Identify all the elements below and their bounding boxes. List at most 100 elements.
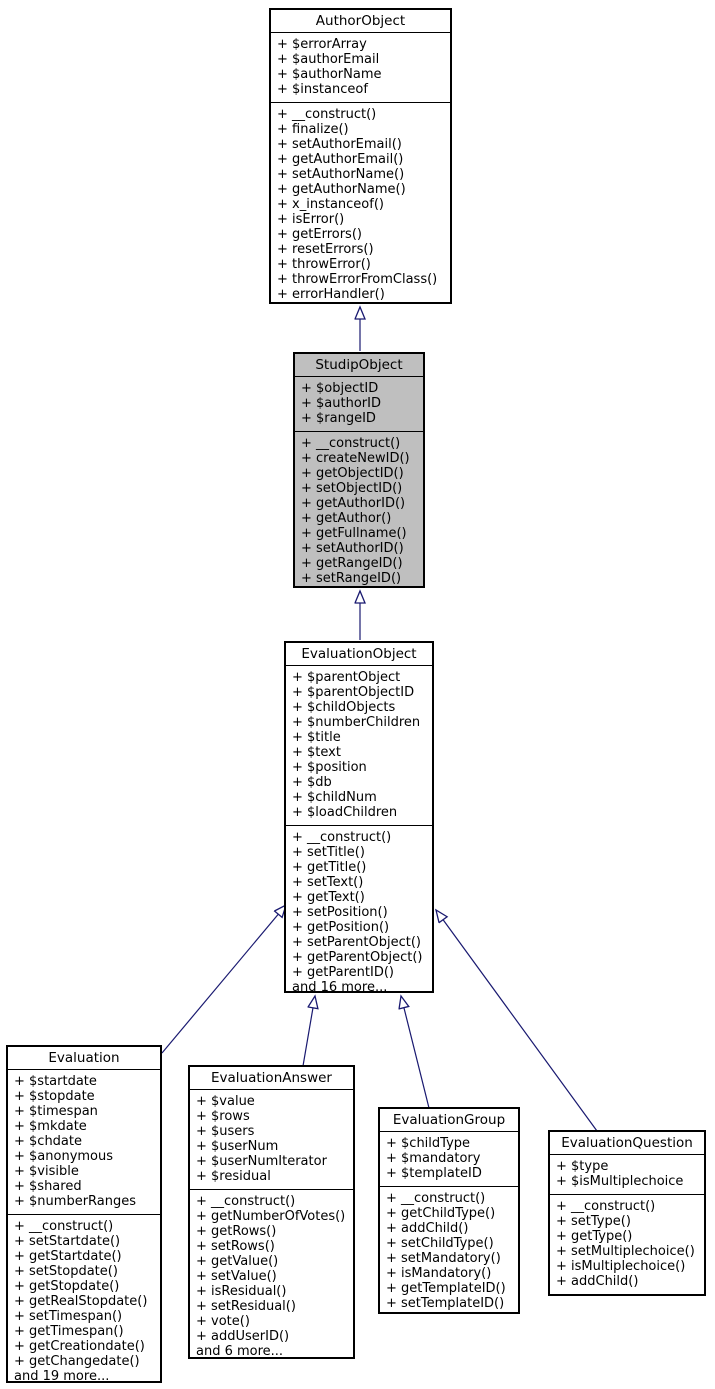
field-row: + $chdate (14, 1134, 82, 1149)
field-row: + $childType (386, 1136, 471, 1151)
method-row: + setObjectID() (301, 481, 403, 496)
method-row: + isMultiplechoice() (556, 1259, 686, 1274)
class-box-evaluationgroup[interactable]: EvaluationGroup + $childType+ $mandatory… (378, 1107, 520, 1314)
method-row: + addChild() (386, 1221, 469, 1236)
method-row: + getPosition() (292, 920, 390, 935)
class-methods-authorobject: + __construct()+ finalize()+ setAuthorEm… (271, 103, 450, 307)
method-row: + setTitle() (292, 845, 365, 860)
method-row: + getAuthor() (301, 511, 392, 526)
class-title-evaluationanswer: EvaluationAnswer (190, 1067, 353, 1090)
method-row: + getParentID() (292, 965, 394, 980)
method-row: + getAuthorName() (277, 182, 406, 197)
field-row: + $childNum (292, 790, 377, 805)
field-row: + $authorID (301, 396, 381, 411)
field-row: + $title (292, 730, 341, 745)
field-row: + $parentObjectID (292, 685, 415, 700)
method-row: + setChildType() (386, 1236, 494, 1251)
field-row: + $shared (14, 1179, 82, 1194)
method-row: + getText() (292, 890, 365, 905)
method-row: + isMandatory() (386, 1266, 492, 1281)
method-row: + getFullname() (301, 526, 407, 541)
method-row: + setMandatory() (386, 1251, 501, 1266)
field-row: + $instanceof (277, 82, 368, 97)
method-row: + setRangeID() (301, 571, 402, 586)
class-methods-evaluation: + __construct()+ setStartdate()+ getStar… (8, 1215, 160, 1389)
method-row: + getObjectID() (301, 466, 404, 481)
field-row: + $users (196, 1124, 255, 1139)
method-row: + setAuthorID() (301, 541, 404, 556)
field-row: + $residual (196, 1169, 271, 1184)
method-row: + isResidual() (196, 1284, 287, 1299)
class-methods-studipobject: + __construct()+ createNewID()+ getObjec… (295, 432, 423, 591)
class-box-studipobject[interactable]: StudipObject + $objectID+ $authorID+ $ra… (293, 352, 425, 588)
method-row: + setText() (292, 875, 364, 890)
arrow-evaluationanswer-to-evaluationobject (302, 996, 315, 1067)
method-row: + getNumberOfVotes() (196, 1209, 346, 1224)
class-box-evaluationquestion[interactable]: EvaluationQuestion + $type+ $isMultiplec… (548, 1130, 706, 1296)
field-row: + $mkdate (14, 1119, 87, 1134)
field-row: + $startdate (14, 1074, 97, 1089)
method-row: + getTimespan() (14, 1324, 124, 1339)
field-row: + $stopdate (14, 1089, 95, 1104)
method-row: + getStartdate() (14, 1249, 122, 1264)
field-row: + $objectID (301, 381, 379, 396)
method-row: + setAuthorName() (277, 167, 405, 182)
arrow-evaluationgroup-to-evaluationobject (401, 996, 430, 1109)
class-methods-evaluationanswer: + __construct()+ getNumberOfVotes()+ get… (190, 1190, 353, 1364)
method-row: + __construct() (301, 436, 401, 451)
class-title-evaluation: Evaluation (8, 1047, 160, 1070)
class-fields-studipobject: + $objectID+ $authorID+ $rangeID (295, 377, 423, 432)
field-row: + $errorArray (277, 37, 367, 52)
arrow-evaluation-to-evaluationobject (161, 905, 286, 1054)
class-title-authorobject: AuthorObject (271, 10, 450, 33)
field-row: + $rangeID (301, 411, 376, 426)
method-row: + setStopdate() (14, 1264, 118, 1279)
method-row: + getValue() (196, 1254, 279, 1269)
field-row: + $db (292, 775, 332, 790)
field-row: + $isMultiplechoice (556, 1174, 684, 1189)
method-row: + getAuthorEmail() (277, 152, 404, 167)
field-row: + $templateID (386, 1166, 482, 1181)
method-row: + setMultiplechoice() (556, 1244, 695, 1259)
method-row: and 19 more... (14, 1369, 110, 1384)
method-row: + getRows() (196, 1224, 277, 1239)
method-row: + setStartdate() (14, 1234, 121, 1249)
class-fields-evaluation: + $startdate+ $stopdate+ $timespan+ $mkd… (8, 1070, 160, 1215)
method-row: + __construct() (556, 1199, 656, 1214)
class-box-evaluation[interactable]: Evaluation + $startdate+ $stopdate+ $tim… (6, 1045, 162, 1384)
method-row: + errorHandler() (277, 287, 385, 302)
class-methods-evaluationobject: + __construct()+ setTitle()+ getTitle()+… (286, 826, 432, 1000)
method-row: + getChangedate() (14, 1354, 140, 1369)
method-row: + setTimespan() (14, 1309, 123, 1324)
method-row: + __construct() (277, 107, 377, 122)
class-fields-evaluationobject: + $parentObject+ $parentObjectID+ $child… (286, 666, 432, 826)
method-row: + getRealStopdate() (14, 1294, 148, 1309)
field-row: + $text (292, 745, 341, 760)
class-fields-evaluationgroup: + $childType+ $mandatory+ $templateID (380, 1132, 518, 1187)
class-methods-evaluationgroup: + __construct()+ getChildType()+ addChil… (380, 1187, 518, 1316)
field-row: + $mandatory (386, 1151, 481, 1166)
method-row: + getParentObject() (292, 950, 423, 965)
field-row: + $value (196, 1094, 255, 1109)
field-row: + $numberChildren (292, 715, 421, 730)
field-row: + $authorName (277, 67, 382, 82)
method-row: + finalize() (277, 122, 349, 137)
field-row: + $anonymous (14, 1149, 114, 1164)
field-row: + $rows (196, 1109, 250, 1124)
method-row: + __construct() (196, 1194, 296, 1209)
class-box-evaluationobject[interactable]: EvaluationObject + $parentObject+ $paren… (284, 641, 434, 995)
class-title-studipobject: StudipObject (295, 354, 423, 377)
method-row: + __construct() (292, 830, 392, 845)
method-row: + getCreationdate() (14, 1339, 145, 1354)
arrow-evaluationquestion-to-evaluationobject (436, 910, 598, 1132)
method-row: + getRangeID() (301, 556, 403, 571)
class-fields-authorobject: + $errorArray+ $authorEmail+ $authorName… (271, 33, 450, 103)
class-box-evaluationanswer[interactable]: EvaluationAnswer + $value+ $rows+ $users… (188, 1065, 355, 1359)
method-row: + createNewID() (301, 451, 410, 466)
class-box-authorobject[interactable]: AuthorObject + $errorArray+ $authorEmail… (269, 8, 452, 304)
field-row: + $visible (14, 1164, 79, 1179)
class-fields-evaluationquestion: + $type+ $isMultiplechoice (550, 1155, 704, 1195)
method-row: + setValue() (196, 1269, 277, 1284)
field-row: + $userNum (196, 1139, 279, 1154)
